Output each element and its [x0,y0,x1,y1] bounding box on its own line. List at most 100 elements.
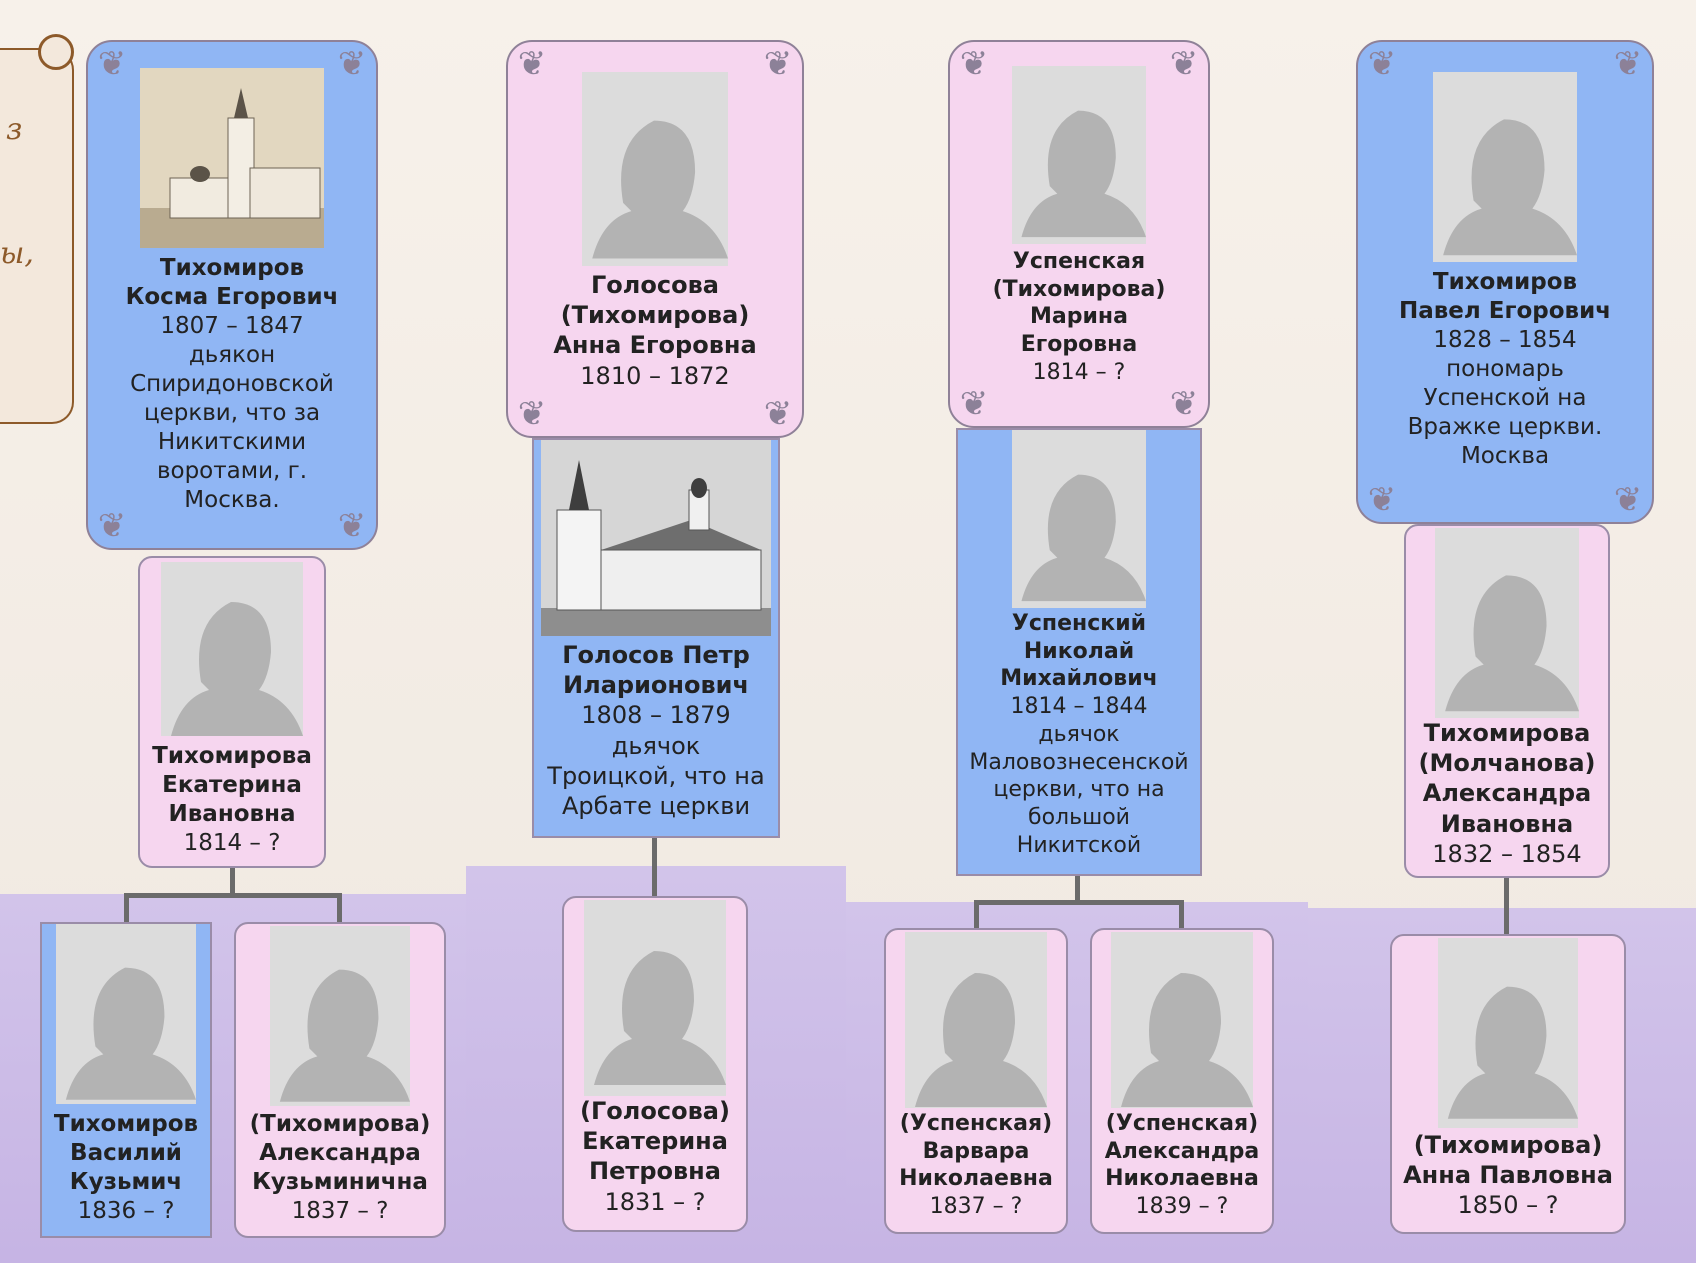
person-years: 1837 – ? [929,1194,1023,1220]
church-photo [541,440,771,636]
person-card-petr[interactable]: Голосов Петр Иларионович 1808 – 1879 дья… [532,438,780,838]
person-card-ekaterina[interactable]: Тихомирова Екатерина Ивановна 1814 – ? [138,556,326,868]
person-detail: Москва. [184,486,280,513]
person-detail: Москва [1460,442,1550,469]
note-text-2: ы, [0,236,34,271]
person-given-name: Александра [259,1139,421,1166]
person-surname: Тихомиров [53,1111,199,1137]
person-card-ekaterina-p[interactable]: (Голосова) Екатерина Петровна 1831 – ? [562,896,748,1232]
person-given-name: Александра [1422,779,1592,808]
person-patronymic: Петровна [589,1157,721,1186]
person-maiden-name: (Тихомирова) [992,276,1166,302]
person-patronymic: Кузьминична [252,1168,428,1195]
person-given-name: Александра [1104,1138,1260,1164]
person-given-name: Екатерина [582,1127,728,1156]
person-name: Голосов Петр [562,641,750,669]
person-patronymic: Николаевна [899,1166,1053,1192]
person-card-aleksandra-k[interactable]: (Тихомирова) Александра Кузьминична 1837… [234,922,446,1238]
person-years: 1814 – ? [1032,359,1126,385]
ornament-icon: ❦ [1367,44,1397,84]
silhouette-photo [56,924,196,1104]
person-card-varvara[interactable]: (Успенская) Варвара Николаевна 1837 – ? [884,928,1068,1234]
person-card-kosma[interactable]: ❦ ❦ ❦ ❦ Тихомиров Косма Егорович 1807 – … [86,40,378,550]
person-card-aleksandra-i[interactable]: Тихомирова (Молчанова) Александра Иванов… [1404,524,1610,878]
person-card-marina[interactable]: ❦ ❦ ❦ ❦ Успенская (Тихомирова) Марина Ег… [948,40,1210,428]
person-maiden-name: (Тихомирова) [560,301,750,330]
silhouette-photo [1012,430,1146,608]
person-detail: церкви, что на [993,777,1165,803]
person-detail: Никитской [1016,832,1142,858]
note-scroll-curl [38,34,74,70]
person-surname: (Тихомирова) [1413,1131,1603,1159]
person-card-aleksandra-n[interactable]: (Успенская) Александра Николаевна 1839 –… [1090,928,1274,1234]
person-years: 1836 – ? [77,1197,175,1224]
person-years: 1839 – ? [1135,1194,1229,1220]
person-years: 1831 – ? [604,1187,706,1216]
person-patronymic: Николаевна [1105,1166,1259,1192]
person-detail: Вражке церкви. [1407,413,1603,440]
person-card-pavel[interactable]: ❦ ❦ ❦ ❦ Тихомиров Павел Егорович 1828 – … [1356,40,1654,524]
silhouette-photo [1438,938,1578,1128]
ornament-icon: ❦ [97,44,127,84]
person-detail: Спиридоновской [130,370,334,397]
connector-line [974,900,1184,905]
person-detail: Никитскими [157,428,307,455]
person-patronymic: Кузьмич [69,1168,183,1195]
note-text-1: з [6,112,23,147]
person-patronymic: Михайлович [1000,666,1158,692]
person-surname: (Голосова) [580,1097,730,1125]
person-years: 1828 – 1854 [1433,326,1577,353]
ornament-icon: ❦ [763,44,793,84]
person-surname: Успенский [1011,611,1147,636]
person-detail: Арбате церкви [561,792,751,821]
silhouette-photo [582,72,728,266]
ornament-icon: ❦ [517,394,547,434]
ornament-icon: ❦ [1367,480,1397,520]
silhouette-photo [584,900,726,1096]
ornament-icon: ❦ [959,384,989,424]
silhouette-photo [1012,66,1146,244]
person-given-name: Косма Егорович [125,283,339,310]
note-scroll [0,48,74,424]
ornament-icon: ❦ [1169,384,1199,424]
person-detail: Успенской на [1423,384,1587,411]
person-card-vasily[interactable]: Тихомиров Василий Кузьмич 1836 – ? [40,922,212,1238]
ornament-icon: ❦ [1169,44,1199,84]
silhouette-photo [270,926,410,1106]
person-patronymic: Ивановна [168,800,296,827]
connector-line [1504,878,1509,936]
person-surname: Успенская [1012,249,1146,274]
person-patronymic: Егоровна [1020,332,1138,358]
person-years: 1808 – 1879 [581,701,731,730]
church-photo [140,68,324,248]
connector-line [652,838,657,898]
ornament-icon: ❦ [959,44,989,84]
person-card-anna-p[interactable]: (Тихомирова) Анна Павловна 1850 – ? [1390,934,1626,1234]
ornament-icon: ❦ [337,44,367,84]
person-card-anna-e[interactable]: ❦ ❦ ❦ ❦ Голосова (Тихомирова) Анна Егоро… [506,40,804,438]
silhouette-photo [1111,932,1253,1108]
person-years: 1807 – 1847 [160,312,304,339]
person-maiden-name: (Молчанова) [1418,749,1596,778]
connector-line [1179,900,1184,930]
person-detail: Маловознесенской [969,749,1189,775]
person-card-nikolay[interactable]: Успенский Николай Михайлович 1814 – 1844… [956,428,1202,876]
person-surname: Голосова [591,271,719,299]
silhouette-photo [1435,528,1579,718]
person-detail: Троицкой, что на [547,761,765,790]
person-detail: большой [1028,805,1130,831]
person-surname: (Успенская) [1105,1111,1259,1136]
connector-line [124,893,342,898]
person-surname: (Успенская) [899,1111,1053,1136]
person-years: 1832 – 1854 [1432,839,1582,868]
connector-line [230,868,235,896]
person-given-name: Анна Егоровна [553,331,757,360]
ornament-icon: ❦ [97,506,127,546]
person-given-name: Екатерина [162,771,302,798]
silhouette-photo [1433,72,1577,262]
person-years: 1810 – 1872 [580,361,730,390]
person-detail: церкви, что за [143,399,321,426]
ornament-icon: ❦ [1613,44,1643,84]
person-detail: дьячок [1038,721,1120,747]
person-given-name: Павел Егорович [1398,297,1612,324]
